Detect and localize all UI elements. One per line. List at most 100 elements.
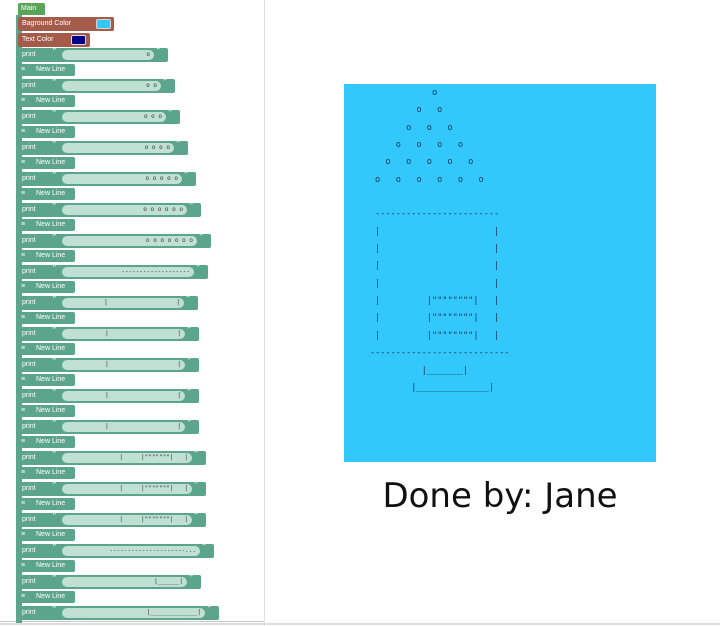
print-keyword: print: [22, 361, 36, 368]
new-line-block[interactable]: ≡New Line: [18, 219, 75, 231]
ascii-art-output: o o o o o o o o o o o o o o o o o o o o …: [369, 88, 510, 393]
print-block[interactable]: print“o o o o o o o”: [18, 233, 211, 248]
text-color-block[interactable]: Text Color: [18, 33, 90, 47]
print-text-field[interactable]: | |: [62, 422, 185, 432]
new-line-icon: ≡: [21, 159, 26, 166]
new-line-block[interactable]: ≡New Line: [18, 188, 75, 200]
new-line-block[interactable]: ≡New Line: [18, 343, 75, 355]
new-line-label: New Line: [36, 190, 66, 197]
print-keyword: print: [22, 175, 36, 182]
print-block[interactable]: print“| |”: [18, 388, 199, 403]
print-text-field[interactable]: |______|: [62, 577, 187, 587]
print-text-field[interactable]: | |"""""""| |: [62, 484, 192, 494]
print-text-field[interactable]: | |"""""""| |: [62, 453, 192, 463]
print-block[interactable]: print“|_____________|”: [18, 605, 219, 620]
workspace-bottom-border: [0, 621, 264, 622]
print-keyword: print: [22, 206, 36, 213]
print-keyword: print: [22, 237, 36, 244]
close-quote-icon: ”: [189, 202, 194, 212]
print-block[interactable]: print“| |"""""""| |”: [18, 481, 206, 496]
new-line-block[interactable]: ≡New Line: [18, 95, 75, 107]
new-line-block[interactable]: ≡New Line: [18, 64, 75, 76]
open-quote-icon: “: [52, 512, 57, 522]
print-text-field[interactable]: |_____________|: [62, 608, 205, 618]
close-quote-icon: ”: [187, 357, 192, 367]
new-line-block[interactable]: ≡ New Line: [18, 529, 75, 541]
print-block[interactable]: print “ | |”: [18, 295, 198, 310]
print-block[interactable]: print“o o o o o”: [18, 171, 196, 186]
new-line-label: New Line: [36, 593, 66, 600]
print-text-field[interactable]: | |"""""""| |: [62, 515, 192, 525]
open-quote-icon: “: [52, 574, 57, 584]
print-text-field[interactable]: o o o o o o o: [62, 236, 197, 246]
print-block[interactable]: print“o o o”: [18, 109, 180, 124]
print-text-field[interactable]: | |: [62, 298, 184, 308]
print-keyword: print: [22, 51, 36, 58]
print-text-field[interactable]: ---------------------...: [62, 546, 200, 556]
bottom-divider: [0, 623, 720, 625]
new-line-block[interactable]: ≡New Line: [18, 560, 75, 572]
new-line-icon: ≡: [21, 314, 26, 321]
new-line-block[interactable]: ≡New Line: [18, 436, 75, 448]
new-line-block[interactable]: ≡New Line: [18, 591, 75, 603]
new-line-block[interactable]: ≡New Line: [18, 281, 75, 293]
print-block[interactable]: print“o o o o”: [18, 140, 188, 155]
print-block[interactable]: print“|______|”: [18, 574, 201, 589]
text-color-label: Text Color: [22, 36, 54, 43]
new-line-block[interactable]: ≡New Line: [18, 126, 75, 138]
print-text-field[interactable]: -------------------: [62, 267, 194, 277]
new-line-icon: ≡: [21, 469, 26, 476]
close-quote-icon: ”: [194, 512, 199, 522]
print-text-field[interactable]: o o o o o o: [62, 205, 187, 215]
background-color-block[interactable]: Baground Color: [18, 17, 114, 31]
new-line-block[interactable]: ≡New Line: [18, 498, 75, 510]
block-workspace[interactable]: Main Baground Color Text Color print“o”≡…: [0, 0, 310, 626]
new-line-block[interactable]: ≡New Line: [18, 405, 75, 417]
close-quote-icon: ”: [176, 140, 181, 150]
main-block[interactable]: Main: [18, 3, 45, 15]
close-quote-icon: ”: [168, 109, 173, 119]
print-text-field[interactable]: o o o: [62, 112, 166, 122]
print-text-field[interactable]: o o: [62, 81, 161, 91]
new-line-block[interactable]: ≡New Line: [18, 467, 75, 479]
new-line-label: New Line: [36, 128, 66, 135]
print-block[interactable]: print“o”: [18, 47, 168, 62]
print-text-field[interactable]: o: [62, 50, 154, 60]
print-block[interactable]: print“o o o o o o”: [18, 202, 201, 217]
new-line-icon: ≡: [21, 407, 26, 414]
print-block[interactable]: print“| |"""""""| |”: [18, 512, 206, 527]
print-keyword: print: [22, 82, 36, 89]
print-keyword: print: [22, 299, 36, 306]
print-block[interactable]: print“| |”: [18, 357, 199, 372]
new-line-icon: ≡: [21, 283, 26, 290]
open-quote-icon: “: [52, 295, 57, 305]
print-block[interactable]: print“---------------------...”: [18, 543, 214, 558]
print-text-field[interactable]: | |: [62, 360, 185, 370]
print-text-field[interactable]: | |: [62, 391, 185, 401]
new-line-block[interactable]: ≡New Line: [18, 250, 75, 262]
open-quote-icon: “: [52, 233, 57, 243]
print-text-field[interactable]: o o o o: [62, 143, 174, 153]
background-color-swatch[interactable]: [96, 19, 111, 29]
print-text-field[interactable]: o o o o o: [62, 174, 182, 184]
print-text-field[interactable]: | |: [62, 329, 185, 339]
print-keyword: print: [22, 485, 36, 492]
new-line-block[interactable]: ≡New Line: [18, 374, 75, 386]
new-line-block[interactable]: ≡ New Line: [18, 157, 75, 169]
print-block[interactable]: print“-------------------”: [18, 264, 208, 279]
print-block[interactable]: print“| |”: [18, 326, 199, 341]
new-line-label: New Line: [36, 376, 66, 383]
new-line-block[interactable]: ≡New Line: [18, 312, 75, 324]
new-line-label: New Line: [36, 221, 66, 228]
close-quote-icon: ”: [156, 47, 161, 57]
print-block[interactable]: print“| |"""""""| |”: [18, 450, 206, 465]
open-quote-icon: “: [52, 264, 57, 274]
close-quote-icon: ”: [186, 295, 191, 305]
new-line-label: New Line: [36, 531, 66, 538]
print-block[interactable]: print“| |”: [18, 419, 199, 434]
new-line-icon: ≡: [21, 531, 26, 538]
print-keyword: print: [22, 423, 36, 430]
new-line-label: New Line: [36, 159, 66, 166]
text-color-swatch[interactable]: [71, 35, 86, 45]
print-block[interactable]: print“o o”: [18, 78, 175, 93]
